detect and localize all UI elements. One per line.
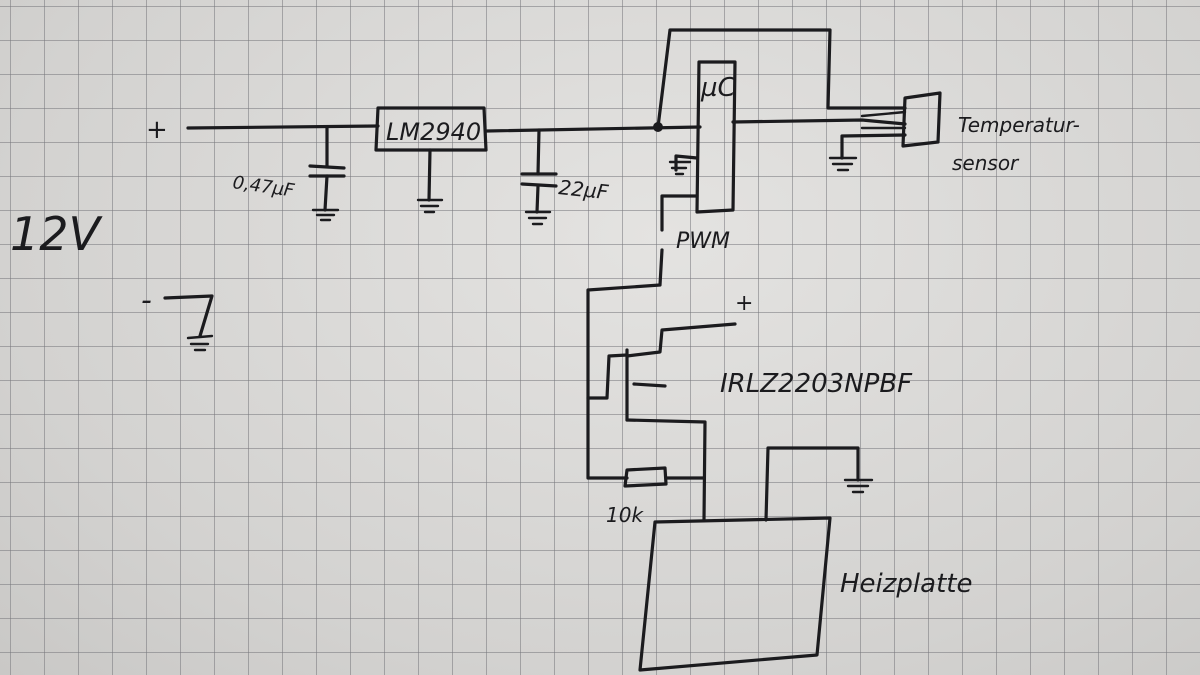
voltage-label: 12V xyxy=(10,207,104,261)
supply-rail-wire xyxy=(186,124,380,130)
pwm-label: PWM xyxy=(676,229,730,254)
resistor-label: 10k xyxy=(606,503,644,527)
regulator-output-wire xyxy=(485,125,702,133)
cap2-value-label: 22µF xyxy=(557,175,609,204)
ground-symbol-input xyxy=(163,294,214,352)
drain-plus-label: + xyxy=(735,291,753,316)
heater-plate xyxy=(638,446,874,672)
plus-input-label: + xyxy=(146,115,168,145)
sensor-label-line2: sensor xyxy=(952,151,1020,175)
pwm-wire xyxy=(586,248,664,480)
mcu-label: µC xyxy=(700,73,737,103)
gate-link-wire xyxy=(586,353,629,400)
output-capacitor xyxy=(520,128,558,226)
input-capacitor xyxy=(308,126,346,222)
lm2940-regulator xyxy=(374,106,488,214)
regulator-label: LM2940 xyxy=(386,118,481,146)
resistor-10k xyxy=(623,466,706,488)
cap1-value-label: 0,47µF xyxy=(231,172,296,201)
heater-label: Heizplatte xyxy=(840,569,972,599)
mosfet-label: IRLZ2203NPBF xyxy=(720,369,913,399)
microcontroller xyxy=(656,28,907,232)
minus-input-label: - xyxy=(141,283,152,318)
sensor-label-line1: Temperatur- xyxy=(958,113,1080,137)
mosfet xyxy=(625,322,737,522)
temperature-sensor xyxy=(828,91,942,172)
